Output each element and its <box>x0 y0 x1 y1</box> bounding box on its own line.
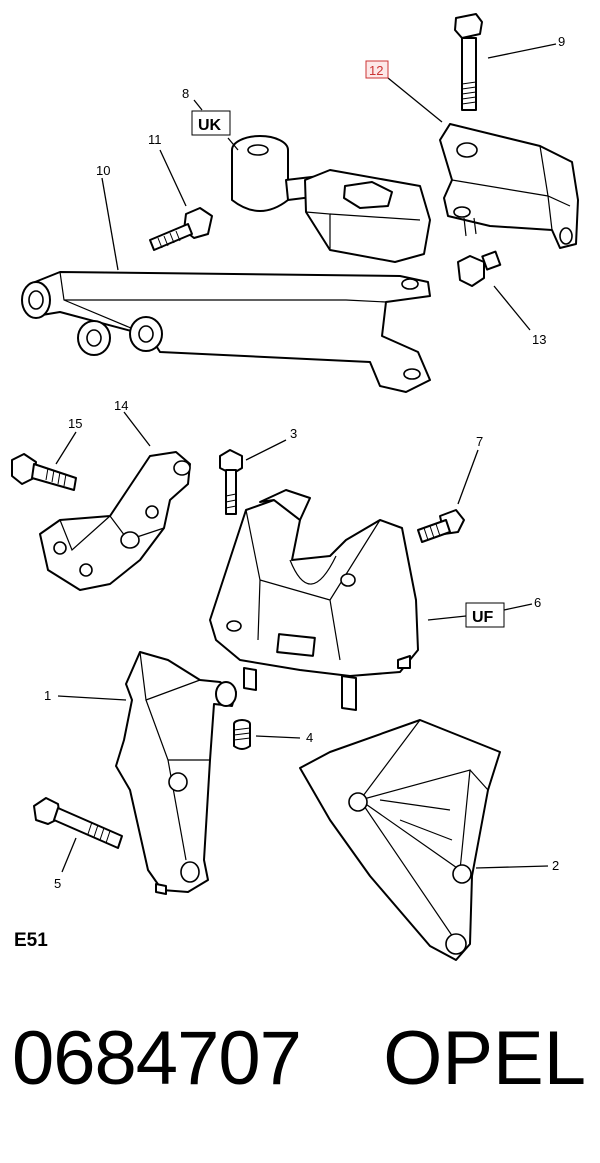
part-12-bracket <box>439 123 579 249</box>
part-4-spring <box>233 719 251 750</box>
part-6-mount <box>209 489 419 711</box>
tag-uk: UK <box>198 117 222 134</box>
part-number: 0684707 <box>12 1016 302 1101</box>
callout-numbers: 9 12 8 UK 11 10 13 14 15 3 7 6 UF 1 4 2 … <box>44 34 565 891</box>
callout-9: 9 <box>558 34 565 49</box>
callout-4: 4 <box>306 730 313 745</box>
brand-name: OPEL <box>383 1016 586 1101</box>
part-13-bolt <box>457 250 502 287</box>
callout-3: 3 <box>290 426 297 441</box>
part-2-bracket <box>299 719 501 961</box>
callout-7: 7 <box>476 434 483 449</box>
callout-5: 5 <box>54 876 61 891</box>
callout-2: 2 <box>552 858 559 873</box>
part-8-torque-link <box>231 135 431 263</box>
callout-8: 8 <box>182 86 189 101</box>
callout-12-highlight-box <box>365 60 389 79</box>
callout-15: 15 <box>68 416 82 431</box>
callout-12: 12 <box>369 63 383 78</box>
footer: 0684707 OPEL <box>0 1015 600 1125</box>
callout-10: 10 <box>96 163 110 178</box>
part-3-bolt <box>219 449 243 515</box>
callout-6: 6 <box>534 595 541 610</box>
part-15-bolt <box>11 453 77 491</box>
leader-lines <box>55 43 557 873</box>
tag-uk-box <box>191 110 231 136</box>
figure-code: E51 <box>14 930 48 951</box>
tag-uf: UF <box>472 609 494 626</box>
callout-1: 1 <box>44 688 51 703</box>
part-7-bolt <box>417 509 465 543</box>
part-9-bolt <box>454 13 483 111</box>
tag-uf-box <box>465 602 505 628</box>
part-10-torque-rod <box>21 271 431 393</box>
callout-11: 11 <box>148 132 162 147</box>
callout-14: 14 <box>114 398 128 413</box>
exploded-parts-diagram: 9 12 8 UK 11 10 13 14 15 3 7 6 UF 1 4 2 … <box>11 13 579 961</box>
part-1-bracket <box>115 651 237 895</box>
part-14-bracket <box>39 451 191 591</box>
callout-13: 13 <box>532 332 546 347</box>
part-5-bolt <box>33 797 123 849</box>
part-11-bolt <box>149 207 213 251</box>
